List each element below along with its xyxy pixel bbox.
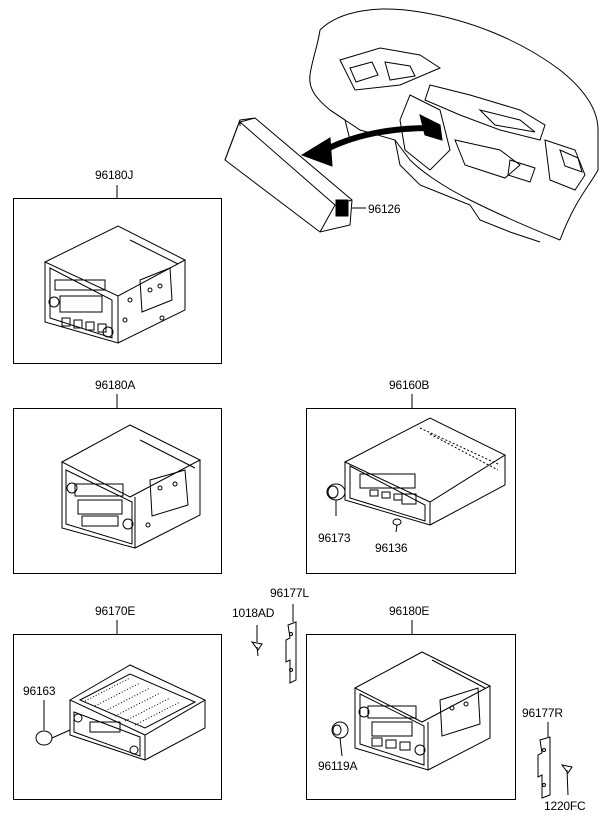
label-96170E: 96170E — [95, 604, 136, 618]
label-1220FC: 1220FC — [544, 799, 586, 813]
unit-96180J-drawing — [43, 225, 187, 344]
label-1018AD: 1018AD — [232, 606, 275, 620]
bracket-96177R-drawing — [537, 722, 551, 799]
label-96119A: 96119A — [318, 759, 358, 773]
box-96180J — [13, 198, 222, 364]
screw-1018AD-drawing — [250, 625, 263, 657]
label-96180A: 96180A — [95, 378, 136, 392]
dashboard-drawing — [309, 8, 599, 243]
bracket-96177L-drawing — [285, 604, 297, 684]
label-96177L: 96177L — [270, 586, 309, 600]
unit-96170E-drawing — [35, 664, 207, 761]
label-96136: 96136 — [375, 541, 408, 555]
unit-96180E-drawing — [331, 651, 492, 771]
label-96163: 96163 — [23, 684, 56, 698]
label-96177R: 96177R — [522, 706, 563, 720]
screw-1220FC-drawing — [560, 764, 573, 796]
box-96180A — [13, 408, 222, 574]
box-96160B — [306, 408, 516, 574]
label-96180J: 96180J — [95, 168, 134, 182]
label-96180E: 96180E — [389, 604, 430, 618]
box-96170E — [13, 634, 222, 800]
bezel-96126-drawing — [224, 117, 366, 233]
box-96180E — [306, 634, 516, 800]
unit-96180A-drawing — [60, 424, 202, 549]
label-96126: 96126 — [368, 202, 401, 216]
label-96160B: 96160B — [389, 378, 430, 392]
label-96173: 96173 — [318, 531, 351, 545]
unit-96160B-drawing — [326, 417, 507, 533]
